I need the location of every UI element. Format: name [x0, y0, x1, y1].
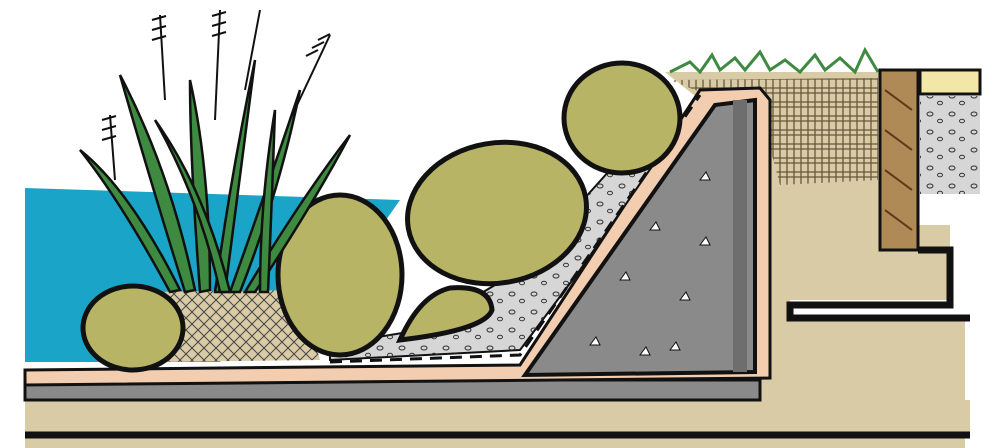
paving-slab	[920, 70, 980, 94]
boulder-top	[564, 63, 680, 173]
reed-seed-heads	[102, 10, 330, 180]
boulder-small-left	[83, 286, 183, 370]
base-soil-strip	[25, 400, 970, 435]
timber-post	[880, 70, 918, 250]
grass-edge	[670, 50, 878, 72]
